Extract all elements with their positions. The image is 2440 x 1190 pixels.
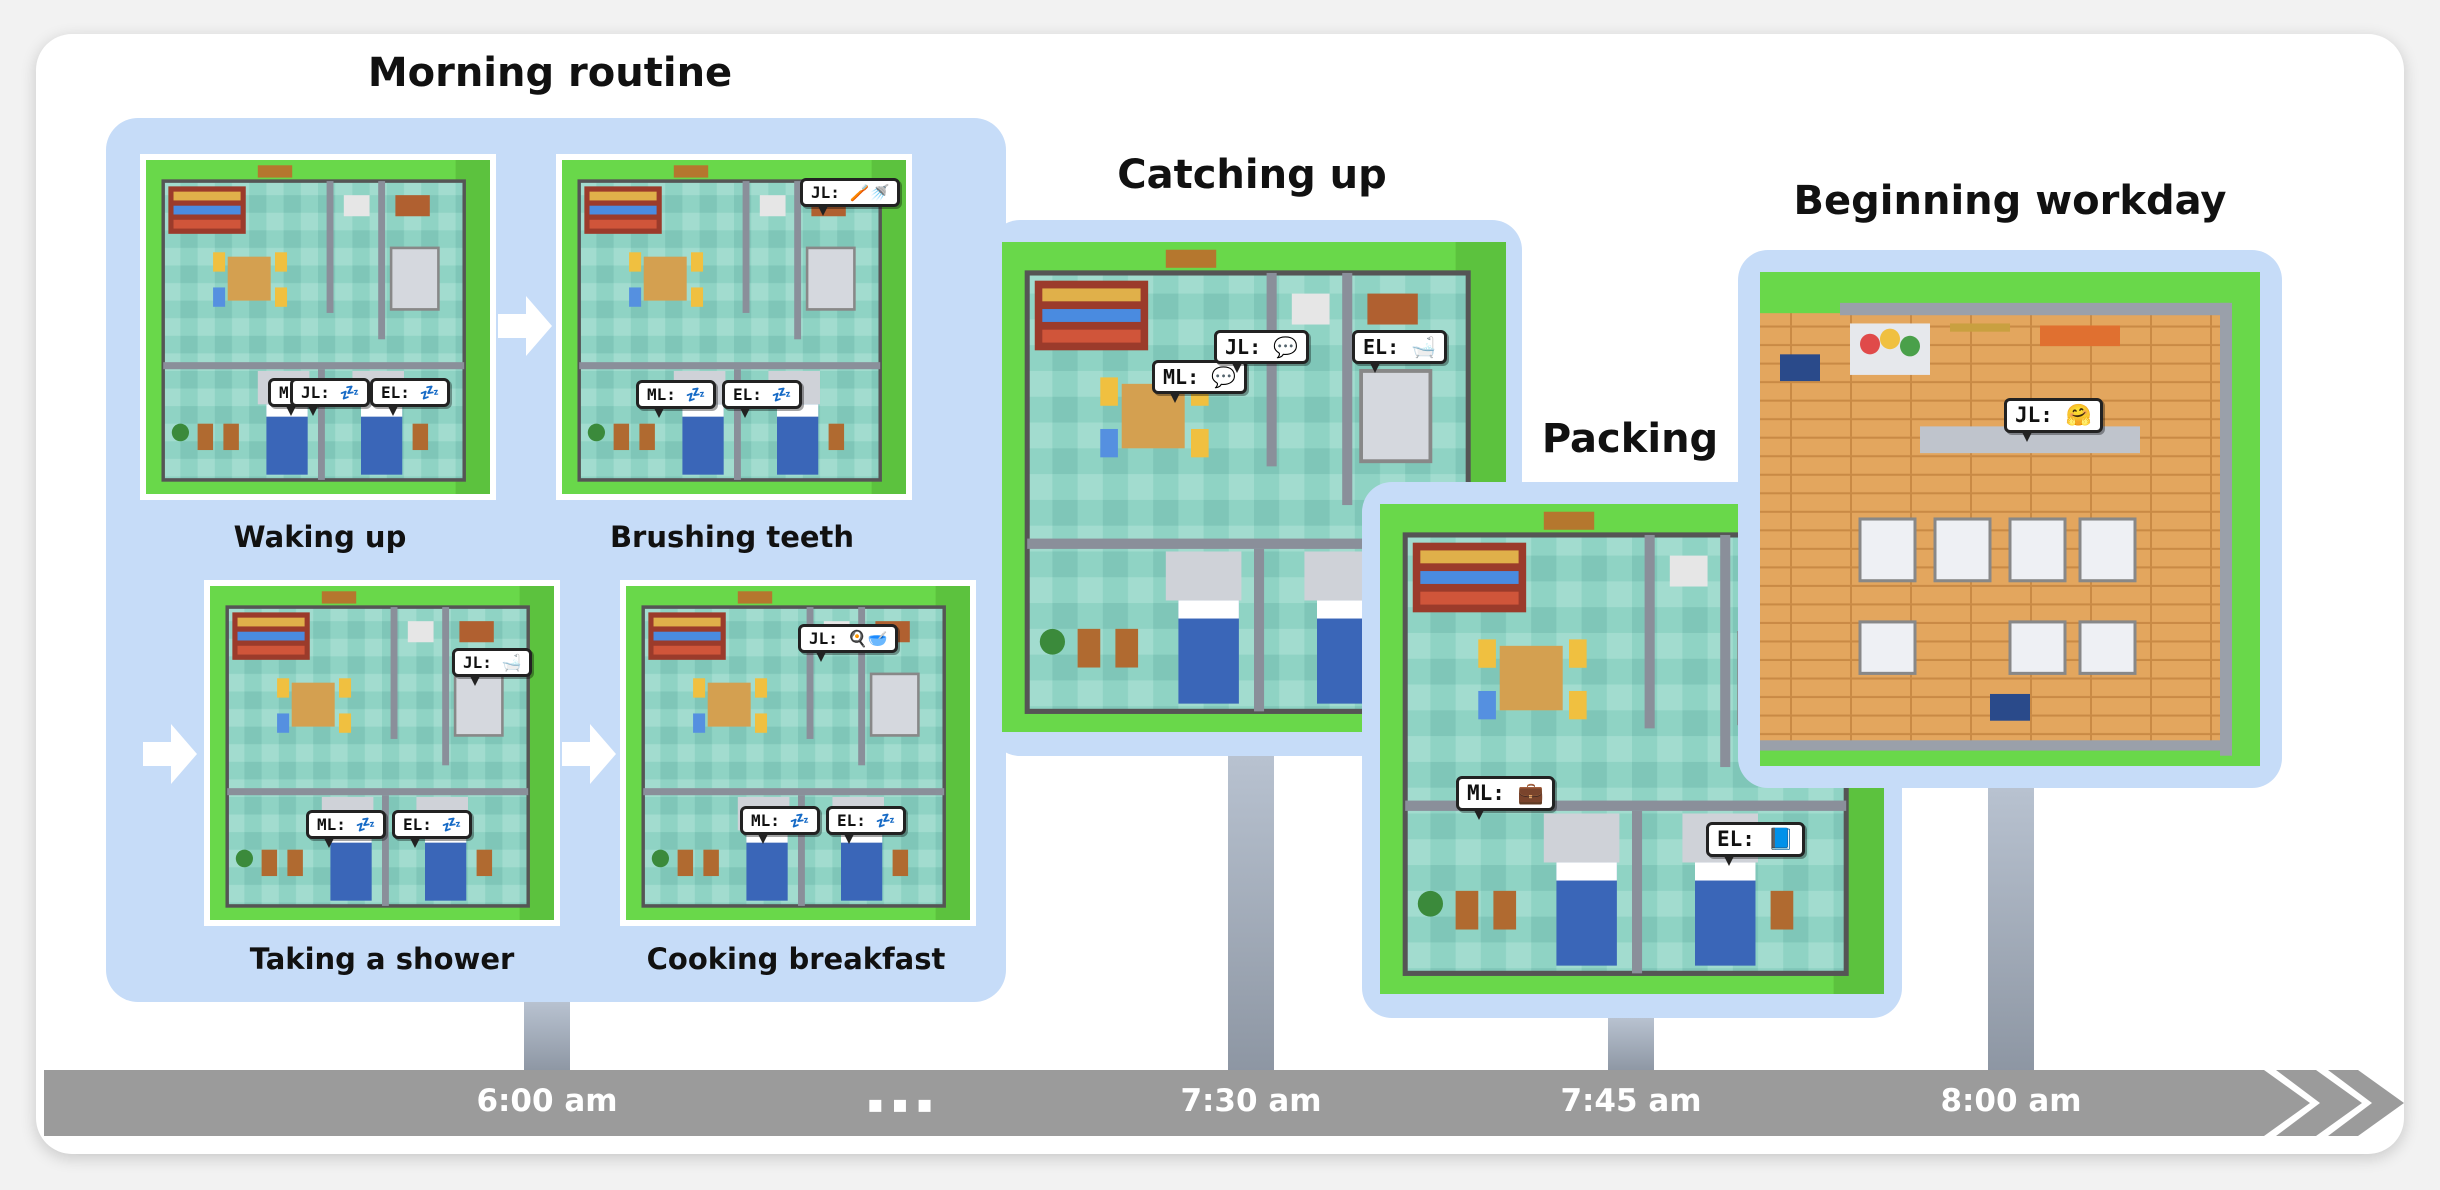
bubble-shower-ml: ML: 💤 (306, 810, 387, 848)
title-morning-routine: Morning routine (367, 50, 733, 96)
bubble-brush-ml: ML: 💤 (636, 380, 717, 418)
bubble-cook-jl: JL: 🍳🥣 (798, 624, 899, 662)
bubble-shower-jl: JL: 🛁 (452, 648, 533, 686)
caption-brushing-teeth: Brushing teeth (609, 520, 855, 554)
bubble-catch-jl: JL: 💬 (1214, 330, 1310, 373)
arrow-right-icon (562, 724, 616, 784)
scene-brushing-teeth (556, 154, 912, 500)
timeline-connector (524, 1002, 570, 1072)
bubble-waking-jl: JL: 💤 (290, 378, 371, 416)
timeline-connector (1228, 756, 1274, 1072)
title-catching-up: Catching up (1117, 152, 1387, 198)
bubble-brush-jl: JL: 🪥🚿 (800, 178, 901, 216)
time-label-6am: 6:00 am (476, 1083, 618, 1119)
time-label-730am: 7:30 am (1180, 1083, 1322, 1119)
bubble-pack-el: EL: 📘 (1706, 822, 1805, 866)
caption-waking-up: Waking up (233, 520, 407, 554)
bubble-pack-ml: ML: 💼 (1456, 776, 1555, 820)
timeline-arrowhead-icon (2220, 1070, 2404, 1136)
scene-waking-up (140, 154, 496, 500)
bubble-cook-el: EL: 💤 (826, 806, 907, 844)
caption-taking-shower: Taking a shower (249, 942, 515, 976)
bubble-catch-el: EL: 🛁 (1352, 330, 1448, 373)
time-ellipsis: ▪ ▪ ▪ (867, 1090, 933, 1118)
bubble-waking-el: EL: 💤 (370, 378, 451, 416)
bubble-shower-el: EL: 💤 (392, 810, 473, 848)
scene-taking-shower (204, 580, 560, 926)
bubble-cook-ml: ML: 💤 (740, 806, 821, 844)
bubble-catch-ml: ML: 💬 (1152, 360, 1248, 403)
arrow-right-icon (498, 296, 552, 356)
caption-cooking-breakfast: Cooking breakfast (646, 942, 946, 976)
time-label-745am: 7:45 am (1560, 1083, 1702, 1119)
time-label-8am: 8:00 am (1940, 1083, 2082, 1119)
bubble-brush-el: EL: 💤 (722, 380, 803, 418)
timeline-connector (1608, 1018, 1654, 1072)
scene-beginning-workday (1760, 272, 2260, 766)
timeline-connector (1988, 788, 2034, 1072)
bubble-work-jl: JL: 🤗 (2004, 398, 2103, 442)
title-packing: Packing (1541, 416, 1719, 462)
title-beginning-workday: Beginning workday (1793, 178, 2227, 224)
arrow-right-icon (143, 724, 197, 784)
timeline-bar (44, 1070, 2264, 1136)
